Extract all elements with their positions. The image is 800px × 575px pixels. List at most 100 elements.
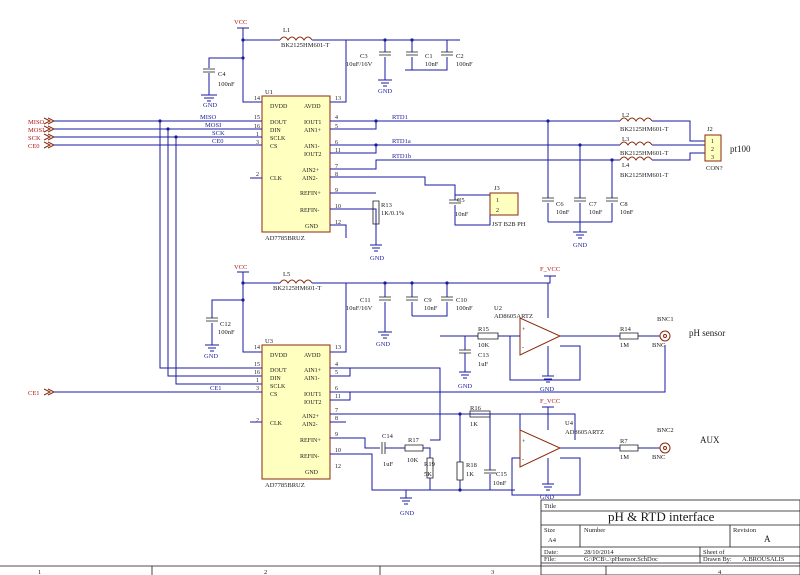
svg-text:9: 9 xyxy=(335,188,338,194)
svg-text:GND: GND xyxy=(376,341,390,348)
ic-u1[interactable] xyxy=(261,95,331,233)
svg-text:REFIN-: REFIN- xyxy=(300,454,319,460)
svg-text:U4: U4 xyxy=(565,420,574,427)
svg-text:11: 11 xyxy=(335,394,341,400)
svg-text:CLK: CLK xyxy=(270,421,283,427)
svg-text:L3: L3 xyxy=(622,136,629,143)
svg-text:+: + xyxy=(522,439,526,445)
svg-text:5: 5 xyxy=(335,124,338,130)
svg-text:10nF: 10nF xyxy=(493,480,507,487)
svg-text:R17: R17 xyxy=(408,437,420,444)
svg-text:Title: Title xyxy=(544,503,556,510)
svg-text:GND: GND xyxy=(458,383,472,390)
svg-text:7: 7 xyxy=(335,408,338,414)
svg-text:C12: C12 xyxy=(220,321,231,328)
svg-text:10nF: 10nF xyxy=(589,209,603,216)
svg-text:3: 3 xyxy=(256,140,259,146)
svg-text:1: 1 xyxy=(711,139,714,145)
svg-text:R16: R16 xyxy=(470,405,482,412)
svg-text:100nF: 100nF xyxy=(456,61,473,68)
svg-text:SCLK: SCLK xyxy=(270,136,286,142)
svg-text:100nF: 100nF xyxy=(218,329,235,336)
svg-text:AIN2+: AIN2+ xyxy=(302,414,320,420)
svg-text:1uF: 1uF xyxy=(478,361,489,368)
resistor-r19 xyxy=(426,457,434,479)
svg-text:6: 6 xyxy=(335,386,338,392)
svg-text:C9: C9 xyxy=(424,297,432,304)
svg-text:DIN: DIN xyxy=(270,376,281,382)
inductor-l4 xyxy=(619,156,653,161)
svg-text:GND: GND xyxy=(203,102,217,109)
capacitor-c5 xyxy=(449,199,461,204)
svg-text:2: 2 xyxy=(496,208,499,214)
resistor-r14 xyxy=(619,332,639,340)
connector-j3[interactable] xyxy=(489,192,519,216)
svg-text:9: 9 xyxy=(335,432,338,438)
ic-u3[interactable] xyxy=(261,344,331,480)
resistor-r7 xyxy=(619,444,639,452)
svg-text:AIN2-: AIN2- xyxy=(302,176,318,182)
svg-text:CON?: CON? xyxy=(706,165,723,172)
svg-text:R14: R14 xyxy=(620,326,632,333)
svg-text:C6: C6 xyxy=(556,201,564,208)
resistor-r16 xyxy=(469,410,491,418)
l1-value: BK2125HM601-T xyxy=(281,42,329,49)
bnc2-connector[interactable] xyxy=(659,442,671,454)
svg-text:1K/0.1%: 1K/0.1% xyxy=(381,210,405,217)
svg-text:+: + xyxy=(522,327,526,333)
ph-sensor-label: pH sensor xyxy=(689,328,725,338)
svg-text:F_VCC: F_VCC xyxy=(540,398,560,405)
svg-text:C14: C14 xyxy=(382,433,394,440)
vcc-symbol-top xyxy=(237,27,249,34)
svg-text:A: A xyxy=(764,534,771,544)
svg-text:10nF: 10nF xyxy=(455,211,469,218)
wire-vcc-u1 xyxy=(242,34,262,103)
svg-text:15: 15 xyxy=(254,115,260,121)
resistor-r15 xyxy=(477,332,499,340)
svg-text:R7: R7 xyxy=(620,438,628,445)
svg-text:REFIN+: REFIN+ xyxy=(300,438,321,444)
svg-text:13: 13 xyxy=(335,345,341,351)
svg-text:A.BROUSALIS: A.BROUSALIS xyxy=(742,556,785,563)
bnc1-connector[interactable] xyxy=(659,330,671,342)
svg-text:Sheet of: Sheet of xyxy=(703,549,725,556)
svg-text:10nF: 10nF xyxy=(620,209,634,216)
svg-text:Size: Size xyxy=(544,527,555,534)
svg-text:CE1: CE1 xyxy=(210,385,222,392)
connector-j2[interactable] xyxy=(704,134,722,162)
svg-text:DIN: DIN xyxy=(270,128,281,134)
capacitor-c1 xyxy=(406,51,418,56)
svg-text:BK2125HM601-T: BK2125HM601-T xyxy=(620,126,668,133)
svg-text:IOUT2: IOUT2 xyxy=(304,400,321,406)
svg-text:13: 13 xyxy=(335,96,341,102)
capacitor-c15 xyxy=(484,469,496,474)
svg-text:Number: Number xyxy=(584,527,606,534)
svg-text:C7: C7 xyxy=(589,201,597,208)
vcc-label-top: VCC xyxy=(234,19,247,26)
svg-text:16: 16 xyxy=(254,124,260,130)
sheet-title: pH & RTD interface xyxy=(608,509,715,524)
svg-text:J2: J2 xyxy=(707,126,713,133)
svg-text:MOSI: MOSI xyxy=(28,127,44,134)
svg-text:IOUT2: IOUT2 xyxy=(304,152,321,158)
capacitor-c2 xyxy=(441,51,453,56)
opamp-u2[interactable] xyxy=(519,317,562,356)
svg-text:RTD1b: RTD1b xyxy=(392,153,411,160)
svg-text:C5: C5 xyxy=(457,197,465,204)
svg-text:GND: GND xyxy=(540,494,554,501)
svg-text:AVDD: AVDD xyxy=(304,353,321,359)
capacitors-c9-c11 xyxy=(379,296,453,301)
opamp-u4[interactable] xyxy=(519,429,562,468)
svg-text:10nF: 10nF xyxy=(424,305,438,312)
svg-text:L2: L2 xyxy=(622,112,629,119)
svg-text:7: 7 xyxy=(335,164,338,170)
svg-text:CE0: CE0 xyxy=(28,143,40,150)
svg-text:10uF/16V: 10uF/16V xyxy=(346,305,373,312)
l1-ref: L1 xyxy=(283,27,290,34)
svg-text:AD7785BRUZ: AD7785BRUZ xyxy=(265,482,305,489)
svg-text:AD8605ARTZ: AD8605ARTZ xyxy=(494,313,533,320)
svg-text:28/10/2014: 28/10/2014 xyxy=(584,549,614,556)
svg-text:DVDD: DVDD xyxy=(270,104,288,110)
svg-text:4: 4 xyxy=(718,569,722,575)
